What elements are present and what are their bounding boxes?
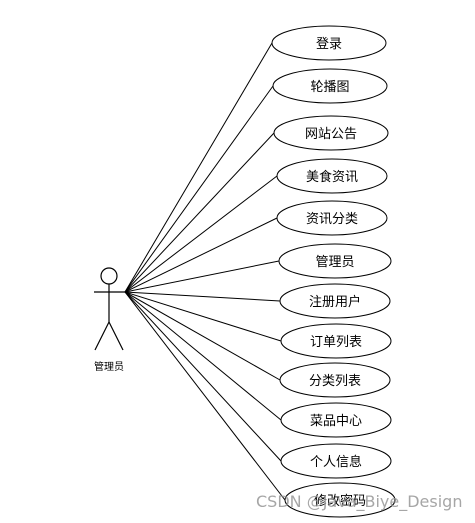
use-case-2: 网站公告 bbox=[273, 115, 389, 151]
association-line bbox=[124, 42, 273, 293]
use-case-9: 菜品中心 bbox=[280, 402, 392, 438]
use-case-1: 轮播图 bbox=[272, 68, 388, 104]
association-line bbox=[124, 291, 282, 421]
use-case-label: 登录 bbox=[316, 37, 342, 52]
use-case-label: 修改密码 bbox=[314, 493, 366, 509]
association-line bbox=[124, 260, 280, 293]
use-case-label: 网站公告 bbox=[305, 127, 357, 142]
association-line bbox=[124, 175, 278, 293]
association-line bbox=[124, 291, 281, 302]
actor-right-leg bbox=[108, 321, 124, 351]
use-case-label: 订单列表 bbox=[310, 335, 362, 350]
actor-head-icon bbox=[100, 267, 118, 285]
association-line bbox=[124, 291, 286, 501]
use-case-label: 注册用户 bbox=[309, 294, 361, 310]
use-case-ellipse bbox=[276, 158, 388, 194]
use-case-ellipse bbox=[280, 402, 392, 438]
use-case-label: 美食资讯 bbox=[306, 169, 358, 185]
association-line bbox=[124, 217, 278, 293]
use-case-ellipse bbox=[271, 25, 387, 61]
use-case-3: 美食资讯 bbox=[276, 158, 388, 194]
use-case-ellipse bbox=[280, 323, 392, 359]
association-line bbox=[124, 132, 275, 293]
actor-label: 管理员 bbox=[94, 360, 124, 373]
association-lines bbox=[124, 42, 286, 501]
use-case-7: 订单列表 bbox=[280, 323, 392, 359]
use-case-label: 菜品中心 bbox=[310, 414, 362, 429]
association-line bbox=[124, 291, 281, 381]
use-case-label: 个人信息 bbox=[310, 454, 362, 470]
watermark: CSDN @Java_Biye_Design bbox=[256, 492, 463, 511]
use-case-label: 管理员 bbox=[315, 255, 354, 270]
actor: 管理员 bbox=[94, 267, 125, 373]
use-case-5: 管理员 bbox=[278, 243, 392, 279]
association-line bbox=[124, 291, 282, 342]
association-line bbox=[124, 85, 274, 293]
use-case-6: 注册用户 bbox=[279, 283, 391, 319]
use-case-ellipse bbox=[280, 443, 392, 479]
use-case-ellipse bbox=[276, 200, 388, 236]
use-case-ellipse bbox=[284, 482, 396, 518]
use-case-ellipse bbox=[272, 68, 388, 104]
use-case-ellipse bbox=[273, 115, 389, 151]
use-case-8: 分类列表 bbox=[279, 362, 391, 398]
use-case-10: 个人信息 bbox=[280, 443, 392, 479]
use-case-0: 登录 bbox=[271, 25, 387, 61]
use-case-label: 分类列表 bbox=[309, 374, 361, 389]
use-case-11: 修改密码 bbox=[284, 482, 396, 518]
use-case-ellipse bbox=[279, 283, 391, 319]
use-case-ellipse bbox=[278, 243, 392, 279]
use-case-4: 资讯分类 bbox=[276, 200, 388, 236]
actor-left-leg bbox=[94, 321, 110, 351]
use-case-label: 资讯分类 bbox=[306, 212, 358, 227]
use-case-ellipse bbox=[279, 362, 391, 398]
association-line bbox=[124, 291, 282, 462]
use-case-label: 轮播图 bbox=[310, 80, 349, 95]
